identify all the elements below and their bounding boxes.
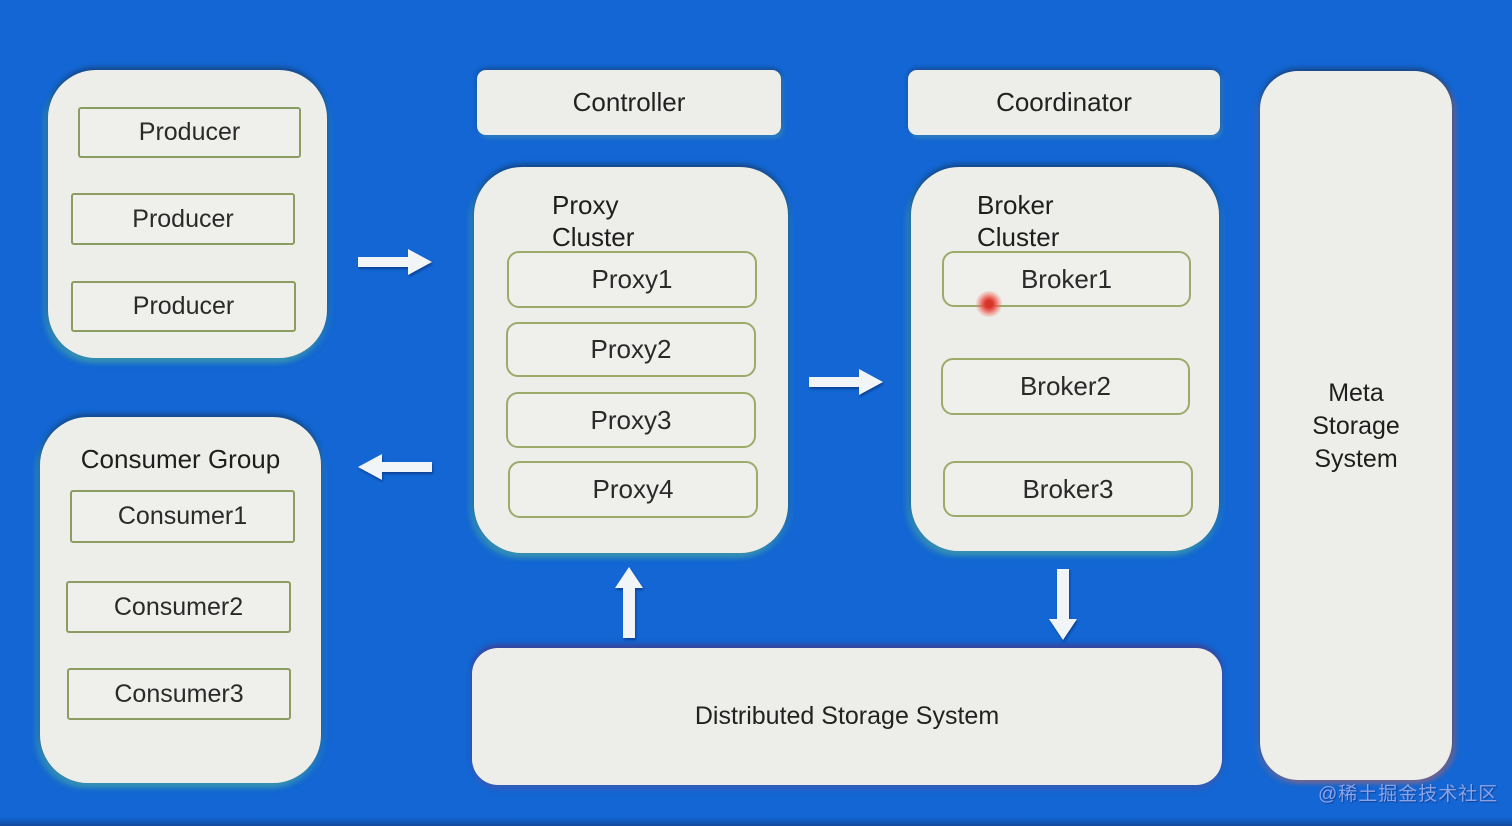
broker-label: Broker2 xyxy=(1019,371,1112,401)
proxy-cluster-title: Proxy Cluster xyxy=(552,190,635,252)
distributed-storage-label: Distributed Storage System xyxy=(694,702,1000,730)
broker-cluster-panel: Broker Cluster Broker1 Broker2 Broker3 xyxy=(911,167,1219,551)
proxy-label: Proxy2 xyxy=(590,334,672,364)
coordinator-label: Coordinator xyxy=(996,87,1132,117)
producer-label: Producer xyxy=(132,204,234,233)
consumer-label: Consumer3 xyxy=(114,679,244,708)
arrow-up-storage-to-proxy-icon xyxy=(615,567,643,638)
consumer-box: Consumer2 xyxy=(66,581,291,633)
consumer-box: Consumer1 xyxy=(70,490,295,543)
bottom-edge-shade xyxy=(0,817,1512,826)
broker-box: Broker2 xyxy=(941,358,1190,415)
broker-box: Broker3 xyxy=(943,461,1193,517)
producer-box: Producer xyxy=(71,281,296,332)
controller-label: Controller xyxy=(572,87,686,117)
proxy-label: Proxy4 xyxy=(592,474,674,504)
producer-group-panel: Producer Producer Producer xyxy=(48,70,327,358)
arrow-right-proxy-to-broker-icon xyxy=(809,369,883,395)
broker-cluster-title: Broker Cluster xyxy=(977,190,1060,252)
broker-label: Broker3 xyxy=(1022,473,1114,504)
coordinator-box: Coordinator xyxy=(908,70,1220,135)
proxy-cluster-panel: Proxy Cluster Proxy1 Proxy2 Proxy3 Proxy… xyxy=(474,167,788,553)
producer-label: Producer xyxy=(132,292,235,320)
consumer-group-panel: Consumer Group Consumer1 Consumer2 Consu… xyxy=(40,417,321,783)
consumer-group-title: Consumer Group xyxy=(80,444,281,474)
consumer-label: Consumer1 xyxy=(117,502,248,530)
proxy-label: Proxy1 xyxy=(591,264,673,294)
producer-label: Producer xyxy=(138,118,241,146)
consumer-label: Consumer2 xyxy=(113,592,244,621)
proxy-box: Proxy3 xyxy=(506,392,756,448)
proxy-box: Proxy2 xyxy=(506,322,756,377)
consumer-box: Consumer3 xyxy=(67,668,291,720)
meta-storage-panel: Meta Storage System xyxy=(1260,71,1452,780)
proxy-label: Proxy3 xyxy=(590,404,672,435)
producer-box: Producer xyxy=(78,107,301,158)
proxy-box: Proxy1 xyxy=(507,251,757,308)
meta-storage-title: Meta Storage System xyxy=(1312,379,1400,473)
controller-box: Controller xyxy=(477,70,781,135)
proxy-box: Proxy4 xyxy=(508,461,758,518)
producer-box: Producer xyxy=(71,193,295,245)
broker-label: Broker1 xyxy=(1020,263,1113,294)
arrow-left-proxy-to-consumer-icon xyxy=(358,454,432,480)
watermark-text: @稀土掘金技术社区 xyxy=(1318,784,1499,805)
arrow-right-producer-to-proxy-icon xyxy=(358,249,432,275)
laser-pointer-dot xyxy=(976,291,1002,317)
distributed-storage-panel: Distributed Storage System xyxy=(472,648,1222,785)
arrow-down-broker-to-storage-icon xyxy=(1049,569,1077,640)
